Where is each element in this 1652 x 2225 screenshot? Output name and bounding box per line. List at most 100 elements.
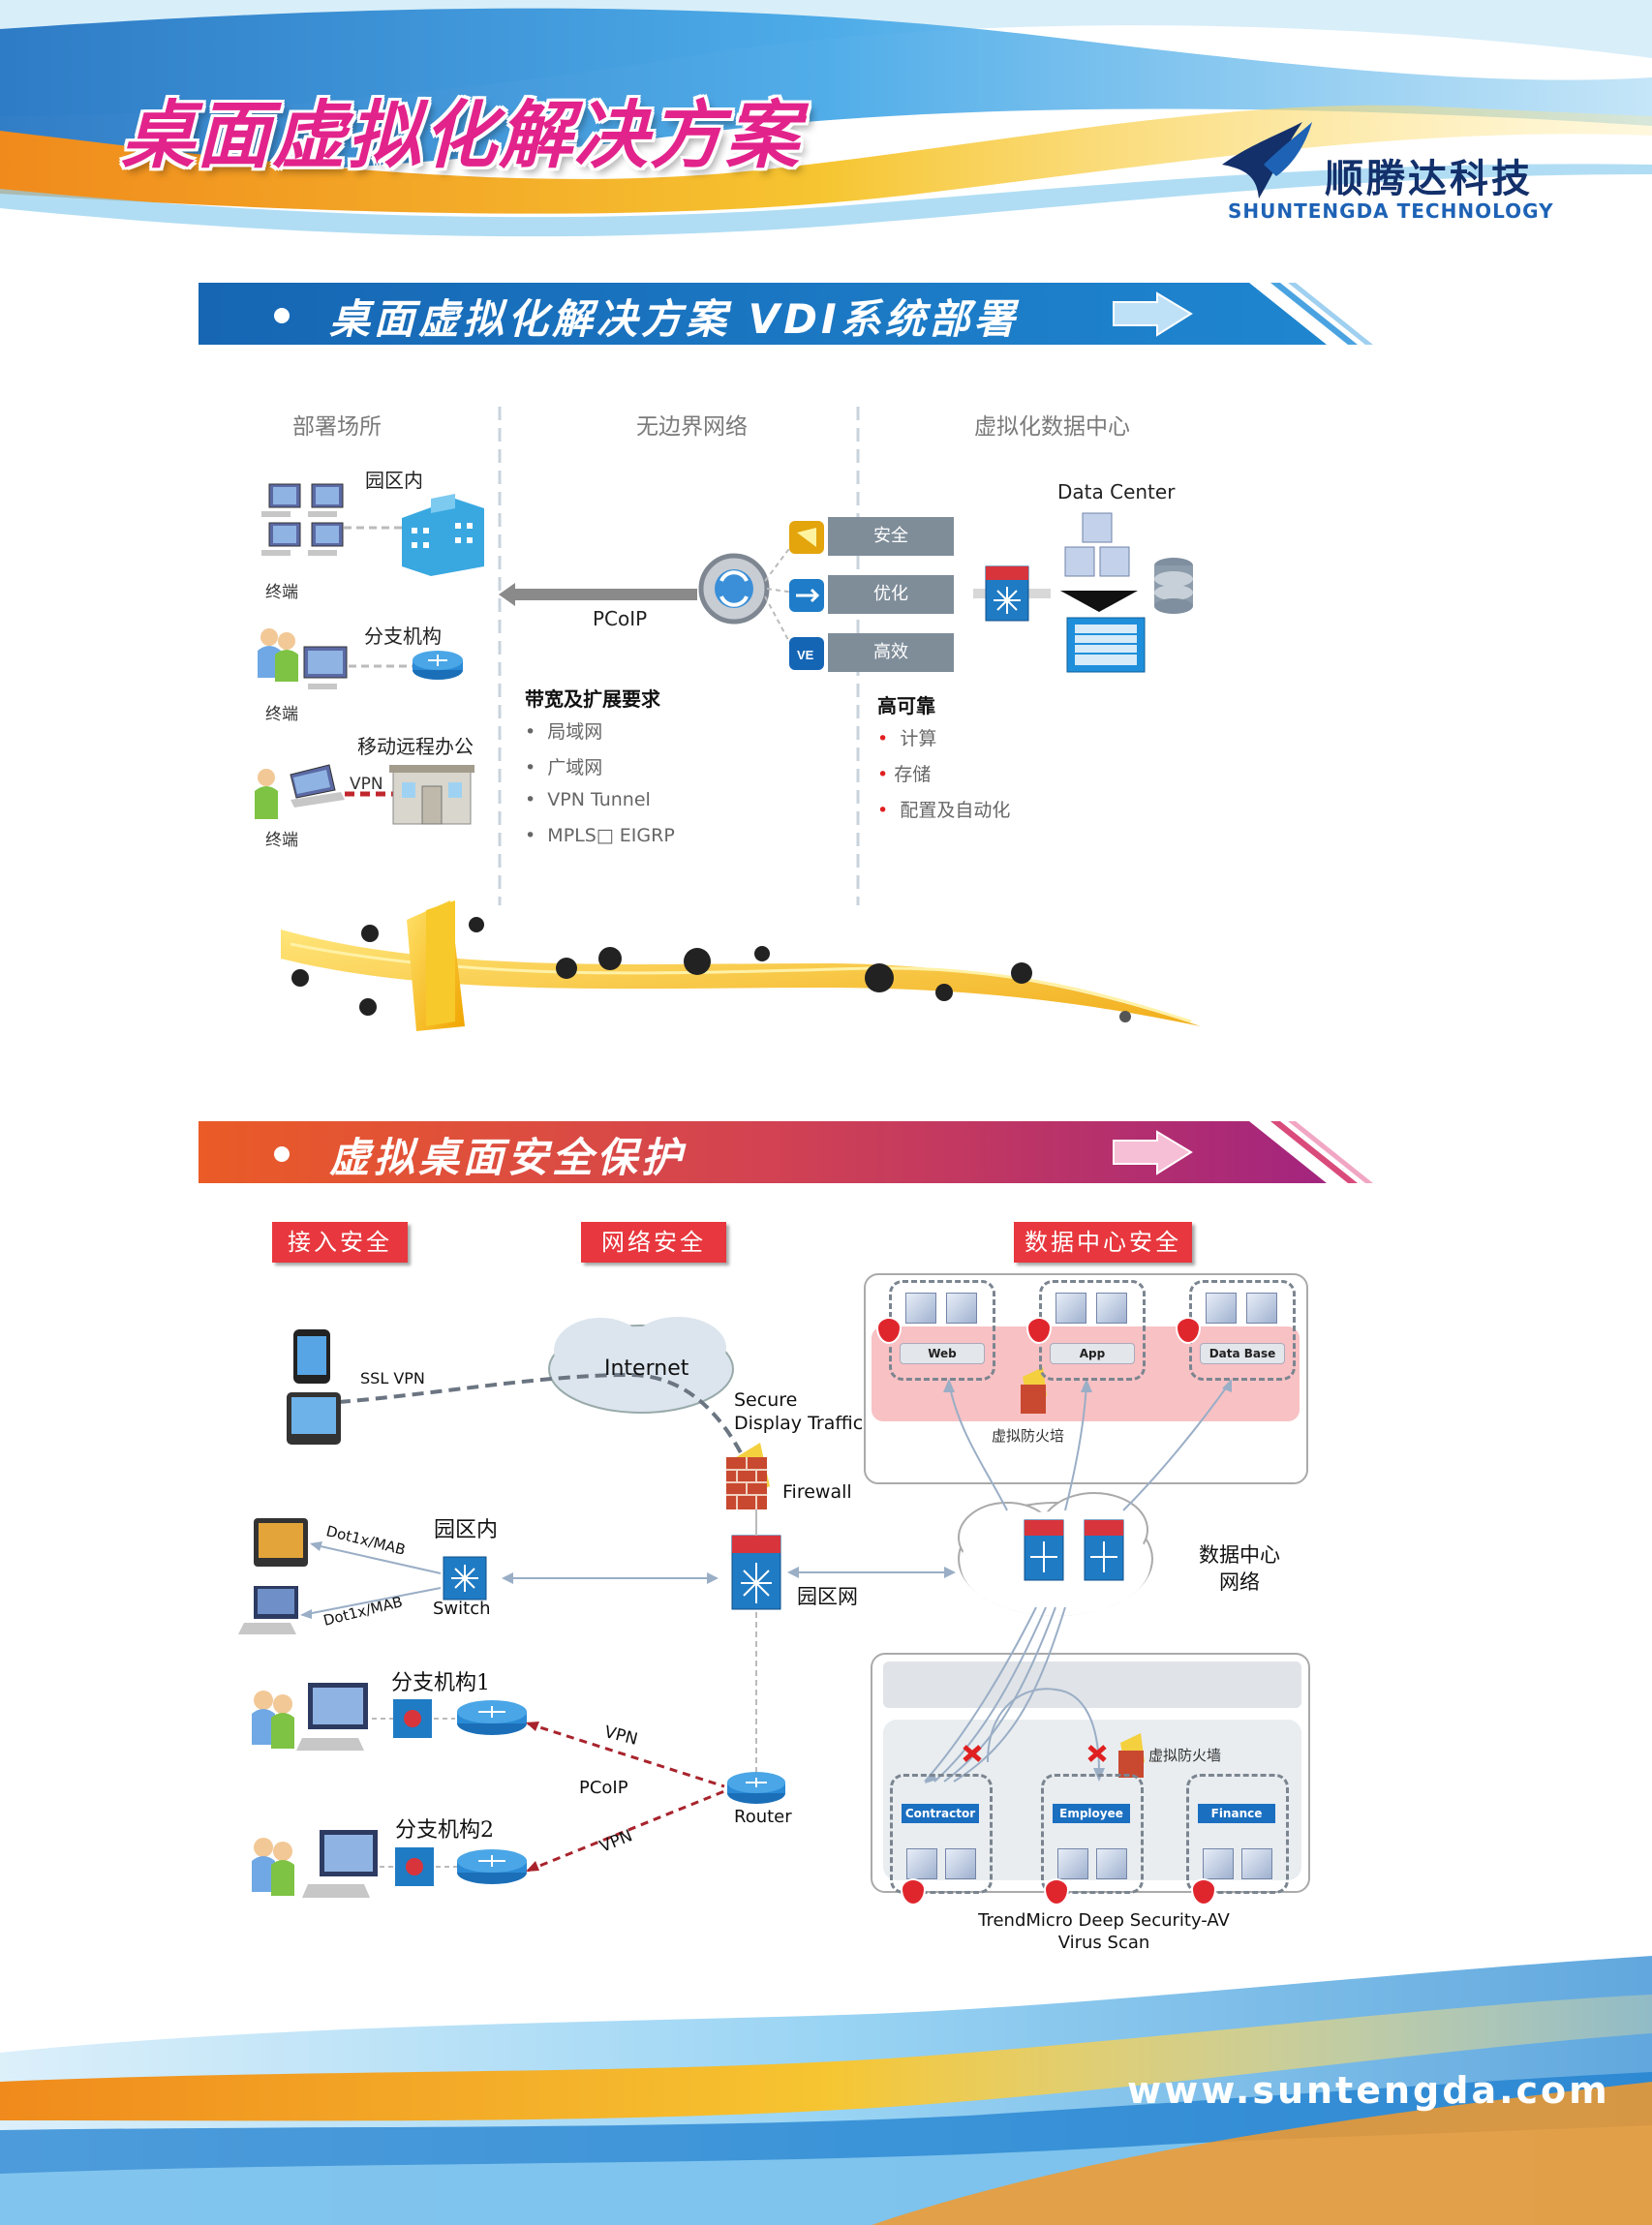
trendmicro-shield-icon [1191, 1878, 1216, 1905]
contractor-chip: Contractor [902, 1804, 979, 1823]
pill-efficient: 高效 [828, 633, 954, 672]
contractor-group: Contractor [890, 1774, 993, 1894]
virtual-firewall-icon-top [1021, 1367, 1047, 1414]
gold-swoosh-decoration [281, 900, 1201, 1031]
reliable-item: • 配置及自动化 [877, 800, 1011, 821]
label-secure-display: Secure Display Traffic [734, 1389, 864, 1434]
banner2-bullet [274, 1146, 290, 1162]
wan-optimization-icon [789, 579, 824, 612]
label-internet: Internet [604, 1356, 689, 1381]
bandwidth-item: • VPN Tunnel [525, 789, 651, 810]
block-x-icon-1 [963, 1745, 982, 1762]
bandwidth-item: • 局域网 [525, 721, 603, 743]
database-group: Data Base [1189, 1280, 1296, 1381]
vm-icon [905, 1293, 936, 1324]
web-chip: Web [900, 1343, 985, 1364]
branch2-users-icon [252, 1830, 378, 1898]
banner1-bullet [274, 308, 290, 323]
label-branch-1: 分支机构1 [391, 1671, 490, 1695]
bandwidth-list: • 局域网 • 广域网 • VPN Tunnel • MPLS□ EIGRP [525, 717, 675, 861]
vm-icon [1096, 1848, 1127, 1879]
dc-network-cloud-icon [958, 1492, 1153, 1616]
label-ssl-vpn: SSL VPN [360, 1369, 425, 1387]
core-switch-icon [985, 565, 1029, 622]
label-mobile-office: 移动远程办公 [357, 735, 474, 758]
trendmicro-shield-icon [901, 1878, 926, 1905]
finance-group: Finance [1186, 1774, 1289, 1894]
vm-icon [1055, 1293, 1086, 1324]
tablet-icon [287, 1392, 341, 1445]
company-name-en: SHUNTENGDA TECHNOLOGY [1228, 199, 1554, 223]
label-campus: 园区内 [365, 469, 423, 492]
label-vpn: VPN [350, 775, 383, 794]
vm-icon [906, 1848, 937, 1879]
ve-icon: VE [789, 637, 824, 670]
label-branch: 分支机构 [364, 625, 442, 648]
reliable-item: • 存储 [877, 764, 932, 785]
building-icon [402, 494, 484, 576]
page-title: 桌面虚拟化解决方案 [121, 92, 801, 178]
tag-network-security: 网络安全 [581, 1222, 726, 1263]
label-campus-2: 园区内 [434, 1518, 499, 1542]
reliable-item: • 计算 [877, 728, 937, 749]
branch1-users-icon [252, 1683, 368, 1751]
bandwidth-item: • MPLS□ EIGRP [525, 825, 675, 846]
bandwidth-title: 带宽及扩展要求 [525, 687, 660, 711]
branch-users-icon [258, 628, 348, 689]
vm-icon [1241, 1848, 1272, 1879]
campus-core-switch-icon [731, 1535, 781, 1610]
app-chip: App [1050, 1343, 1135, 1364]
vm-icon [1096, 1293, 1127, 1324]
tag-dc-security: 数据中心安全 [1014, 1222, 1192, 1263]
trendmicro-shield-icon [1026, 1317, 1052, 1344]
trendmicro-shield-icon [1044, 1878, 1069, 1905]
svg-text:VE: VE [797, 648, 814, 662]
branch2-switch-icon [395, 1847, 434, 1886]
optimization-engine-icon [698, 553, 770, 625]
label-virtual-firewall-top: 虚拟防火培 [992, 1427, 1065, 1445]
col-head-deploy: 部署场所 [292, 414, 382, 440]
branch2-router-icon [457, 1849, 527, 1884]
pill-security: 安全 [828, 517, 954, 556]
campus-pc-icon [238, 1586, 298, 1634]
internet-cloud-icon [548, 1317, 734, 1414]
campus-tablet-icon [254, 1518, 308, 1567]
employee-group: Employee [1041, 1774, 1144, 1894]
trendmicro-line1: TrendMicro Deep Security-AV [978, 1910, 1230, 1931]
label-terminal-1: 终端 [265, 583, 298, 602]
reliable-list: • 计算 • 存储 • 配置及自动化 [877, 724, 1010, 832]
branch1-router-icon [457, 1700, 527, 1735]
vm-cluster-icon [1060, 512, 1146, 673]
app-group: App [1039, 1280, 1146, 1381]
campus-computers-icon [261, 483, 344, 556]
storage-icon [1154, 558, 1193, 614]
web-group: Web [889, 1280, 995, 1381]
trendmicro-shield-icon [1176, 1317, 1201, 1344]
branch-router-icon [413, 651, 463, 680]
branch1-switch-icon [393, 1699, 432, 1738]
label-terminal-2: 终端 [265, 705, 298, 724]
vm-icon [1203, 1848, 1234, 1879]
reliable-title: 高可靠 [877, 694, 935, 717]
office-icon [389, 765, 474, 825]
label-virtual-firewall-bottom: 虚拟防火墙 [1148, 1747, 1222, 1764]
website-url[interactable]: www.suntengda.com [1127, 2069, 1610, 2112]
col-head-datacenter: 虚拟化数据中心 [974, 414, 1130, 440]
trendmicro-line2: Virus Scan [1057, 1933, 1150, 1953]
trendmicro-caption: TrendMicro Deep Security-AV Virus Scan [930, 1909, 1278, 1954]
virtual-firewall-icon-bottom [1118, 1733, 1145, 1778]
section2-banner-title: 虚拟桌面安全保护 [329, 1134, 687, 1181]
label-terminal-3: 终端 [265, 831, 298, 850]
label-pcoip: PCoIP [593, 607, 648, 630]
employee-chip: Employee [1053, 1804, 1130, 1823]
bandwidth-item: • 广域网 [525, 757, 603, 778]
label-dc-network: 数据中心 网络 [1199, 1543, 1280, 1594]
label-switch: Switch [433, 1599, 491, 1619]
col-head-network: 无边界网络 [636, 414, 748, 440]
security-shield-icon [789, 521, 824, 554]
section1-banner-title: 桌面虚拟化解决方案 VDI系统部署 [329, 295, 1019, 343]
hub-router-icon [727, 1772, 785, 1804]
mobile-user-icon [255, 764, 345, 819]
label-firewall: Firewall [782, 1481, 852, 1503]
